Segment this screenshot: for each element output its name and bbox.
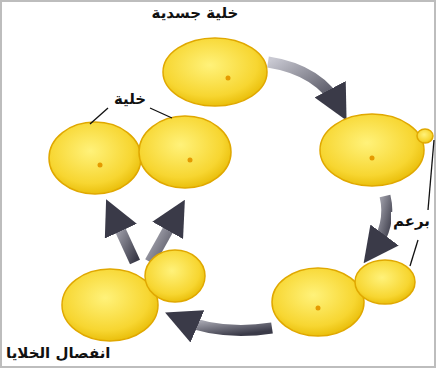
label-text: خلية جسدية	[150, 4, 241, 22]
caption-label: انفصال الخلايا	[4, 344, 112, 362]
callout-label: برعم	[391, 212, 432, 230]
callout-label: خلية	[112, 90, 148, 108]
